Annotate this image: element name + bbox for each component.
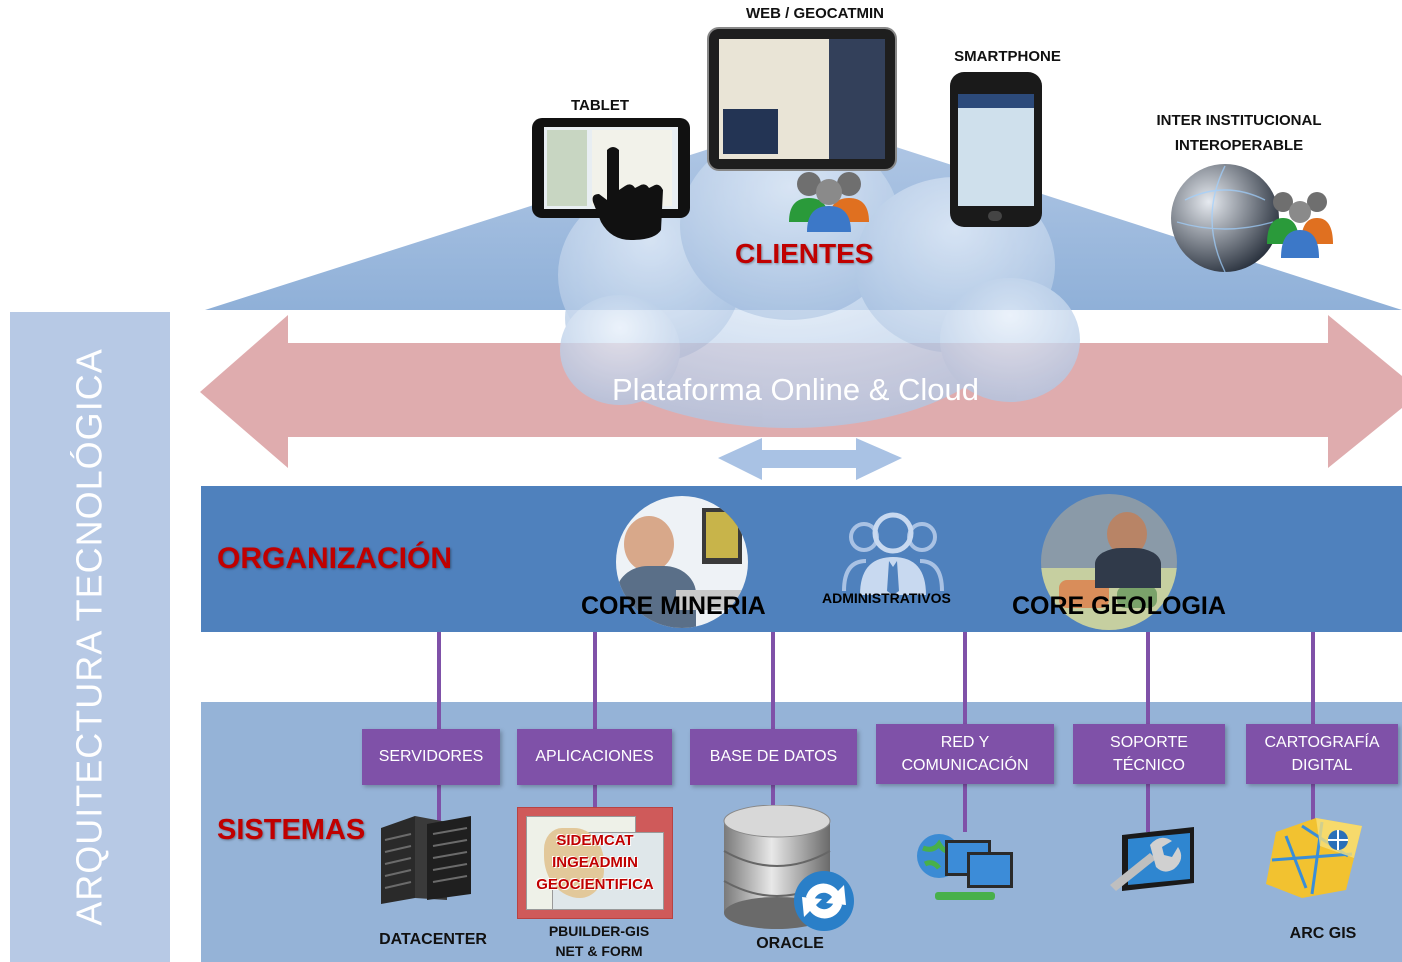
core-geologia-label: CORE GEOLOGIA (1012, 592, 1226, 620)
systems-title: SISTEMAS (217, 814, 366, 846)
clients-title: CLIENTES (735, 238, 874, 269)
web-label: WEB / GEOCATMIN (745, 5, 885, 22)
oracle-label: ORACLE (756, 935, 824, 952)
administrativos-label: ADMINISTRATIVOS (822, 590, 951, 606)
datacenter-label: DATACENTER (379, 931, 487, 948)
network-box: RED Y COMUNICACIÓN (876, 724, 1054, 784)
platform-label: Plataforma Online & Cloud (612, 372, 980, 407)
app-sidemcat-label: SIDEMCAT (556, 832, 634, 849)
app-ingeadmin-label: INGEADMIN (552, 854, 638, 871)
database-box-label: BASE DE DATOS (709, 748, 838, 766)
core-geologia-photo (1041, 494, 1177, 630)
small-double-arrow (718, 438, 902, 480)
support-box-line1: SOPORTE (1110, 733, 1188, 751)
database-box: BASE DE DATOS (690, 729, 857, 785)
support-box-line2: TÉCNICO (1112, 757, 1185, 774)
administrators-icon (842, 512, 944, 595)
hand-pointer-icon (592, 147, 663, 240)
tablet-label: TABLET (570, 97, 630, 114)
organization-band (201, 486, 1402, 632)
servers-box: SERVIDORES (362, 729, 500, 785)
smartphone-icon (950, 72, 1042, 227)
core-mineria-label: CORE MINERIA (581, 592, 766, 620)
globe-users-icon (1171, 164, 1333, 273)
network-box-line1: RED Y (940, 733, 990, 751)
pbuilder-label-line2: NET & FORM (555, 943, 643, 959)
network-box-line2: COMUNICACIÓN (901, 757, 1029, 774)
applications-box: APLICACIONES (517, 729, 672, 785)
arcgis-map-icon (1266, 818, 1362, 898)
organization-title: ORGANIZACIÓN (217, 542, 452, 575)
inter-label-line1: INTER INSTITUCIONAL (1156, 112, 1322, 129)
network-computers-icon (917, 834, 1013, 900)
servers-box-label: SERVIDORES (378, 748, 484, 766)
app-geocientifica-label: GEOCIENTIFICA (536, 876, 654, 893)
users-group-icon (789, 172, 869, 232)
applications-box-label: APLICACIONES (535, 748, 654, 766)
database-icon (723, 805, 854, 931)
cartography-box-line1: CARTOGRAFÍA (1264, 733, 1380, 751)
arcgis-label: ARC GIS (1289, 925, 1357, 942)
core-mineria-photo (616, 496, 748, 628)
server-rack-icon (381, 816, 471, 904)
side-title-band (10, 312, 170, 962)
pbuilder-label-line1: PBUILDER-GIS (548, 923, 650, 939)
web-monitor-icon (707, 27, 897, 171)
support-box: SOPORTE TÉCNICO (1073, 724, 1225, 784)
cartography-box: CARTOGRAFÍA DIGITAL (1246, 724, 1398, 784)
tools-monitor-icon (1110, 827, 1194, 891)
inter-label-line2: INTEROPERABLE (1174, 137, 1304, 154)
applications-screenshot: SIDEMCAT INGEADMIN GEOCIENTIFICA (517, 807, 673, 919)
cartography-box-line2: DIGITAL (1291, 757, 1353, 774)
smartphone-label: SMARTPHONE (954, 48, 1061, 65)
